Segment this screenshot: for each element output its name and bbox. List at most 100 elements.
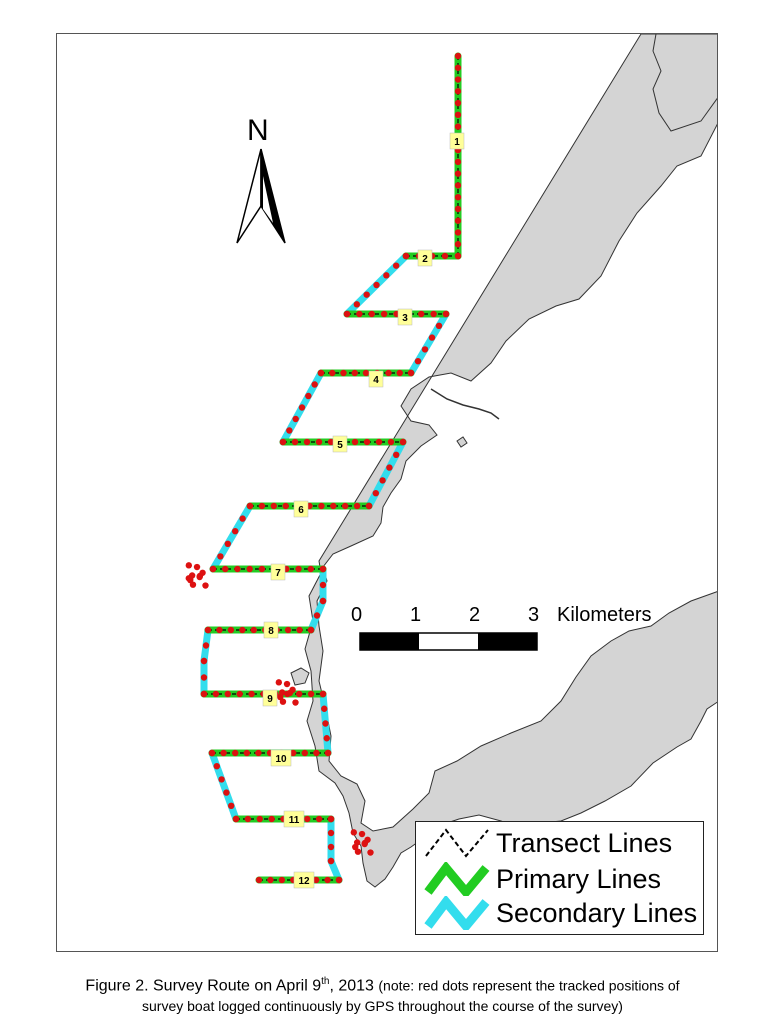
gps-point	[200, 657, 208, 665]
gps-point	[268, 815, 275, 823]
gps-point	[343, 310, 351, 318]
gps-point	[329, 369, 336, 377]
legend-item-secondary: Secondary Lines	[416, 896, 703, 930]
gps-point	[454, 123, 462, 130]
gps-point	[228, 802, 235, 809]
transect-label-12: 12	[293, 871, 315, 889]
transect-label-text: 1	[454, 137, 460, 148]
transect-label-text: 4	[373, 375, 379, 386]
gps-point	[304, 815, 311, 823]
north-arrow-icon	[236, 148, 286, 244]
gps-point	[375, 438, 383, 446]
gps-point	[267, 876, 274, 884]
gps-point	[324, 749, 332, 757]
gps-point	[318, 502, 325, 510]
gps-point	[311, 381, 318, 388]
islet	[456, 436, 468, 448]
gps-point	[454, 193, 462, 201]
gps-point	[386, 464, 393, 471]
gps-point	[291, 438, 299, 446]
gps-point	[222, 565, 229, 573]
gps-point	[282, 502, 289, 510]
transect-label-5: 5	[332, 435, 348, 453]
gps-point	[354, 848, 362, 855]
gps-point	[385, 369, 392, 377]
gps-point	[350, 829, 358, 836]
gps-point	[319, 597, 327, 605]
gps-point	[454, 76, 462, 83]
gps-point	[255, 876, 263, 884]
transect-label-text: 11	[289, 815, 300, 826]
gps-point	[454, 170, 462, 177]
transect-label-text: 8	[268, 626, 274, 637]
gps-point	[363, 438, 371, 446]
gps-point	[372, 490, 379, 497]
gps-point	[327, 815, 335, 823]
gps-point	[301, 749, 308, 757]
gps-point	[356, 310, 363, 318]
gps-point	[421, 346, 429, 353]
gps-point	[454, 111, 462, 119]
gps-point	[454, 52, 462, 60]
gps-point	[454, 99, 462, 107]
gps-point	[307, 690, 315, 698]
gps-point	[250, 626, 257, 634]
gps-point	[324, 876, 331, 884]
gps-point	[335, 876, 343, 884]
gps-point	[202, 582, 209, 589]
gps-point	[232, 528, 239, 535]
dashed-zigzag-icon	[425, 828, 489, 858]
gps-point	[362, 369, 370, 377]
northeast-headland	[652, 34, 717, 132]
gps-point	[441, 252, 449, 260]
gps-point	[353, 839, 361, 846]
north-label: N	[247, 114, 269, 147]
gps-point	[442, 310, 450, 318]
gps-point	[284, 626, 292, 634]
transect-label-text: 12	[298, 876, 310, 887]
gps-point	[454, 217, 462, 224]
gps-point	[224, 540, 231, 547]
gps-point	[204, 626, 212, 634]
gps-point	[232, 749, 239, 757]
caption-note: (note: red dots represent the tracked po…	[378, 977, 680, 994]
gps-point	[396, 369, 403, 377]
gps-point	[317, 369, 325, 377]
secondary-line	[208, 749, 240, 823]
transect-label-3: 3	[397, 308, 413, 326]
gps-point	[202, 642, 210, 649]
gps-point	[292, 415, 299, 423]
gps-point	[196, 573, 203, 581]
gps-point	[256, 815, 263, 823]
gps-point	[185, 562, 193, 569]
transect-label-6: 6	[293, 500, 309, 518]
transect-label-text: 2	[422, 254, 428, 265]
scale-unit-label: Kilometers	[557, 604, 652, 626]
gps-point	[402, 252, 410, 260]
gps-point	[454, 64, 462, 71]
gps-point	[454, 252, 462, 260]
gps-point	[321, 705, 328, 712]
gps-point	[279, 698, 287, 705]
gps-point	[392, 262, 400, 269]
gps-point	[189, 581, 197, 588]
coastline	[304, 34, 717, 888]
river	[430, 388, 500, 420]
secondary-line	[209, 502, 254, 573]
caption-superscript: th	[321, 976, 330, 987]
map-legend: Transect Lines Primary Lines Secondary L…	[415, 821, 704, 935]
gps-point	[407, 369, 415, 377]
gps-point	[327, 829, 335, 837]
gps-point	[209, 565, 217, 573]
gps-point	[454, 158, 462, 166]
gps-point	[200, 674, 208, 681]
gps-point	[298, 404, 306, 411]
gps-point	[296, 690, 303, 698]
legend-item-primary: Primary Lines	[416, 862, 703, 896]
legend-label: Secondary Lines	[496, 898, 698, 928]
gps-point	[430, 310, 437, 318]
gps-point	[244, 815, 252, 823]
